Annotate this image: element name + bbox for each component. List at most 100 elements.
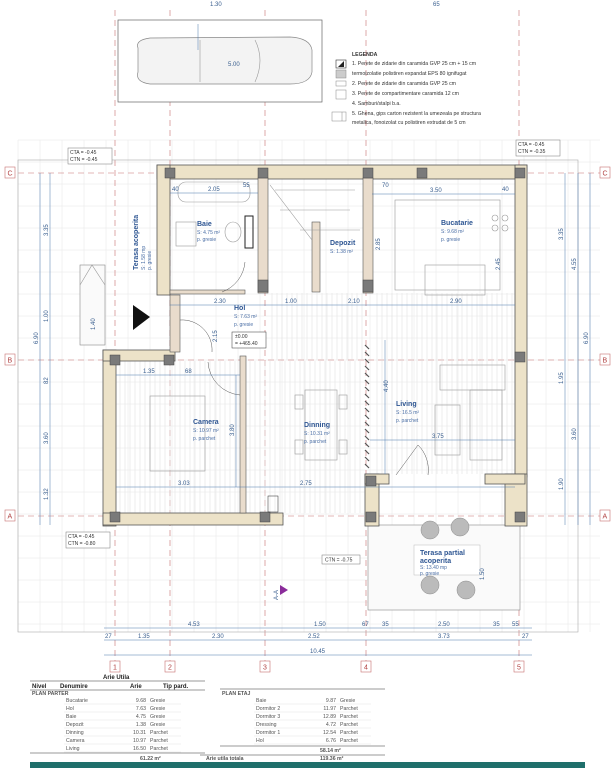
table-cell-area: 9.87 xyxy=(326,698,336,704)
svg-text:1.35: 1.35 xyxy=(138,634,150,640)
louvre xyxy=(364,379,370,385)
dim-car: 5.00 xyxy=(228,62,240,68)
svg-text:2.30: 2.30 xyxy=(212,634,224,640)
svg-text:6.90: 6.90 xyxy=(584,332,590,344)
level-box-1: CTA = -0.45 CTN = -0.45 xyxy=(67,147,113,165)
axis-labels: C B A C B A 1 2 3 4 5 xyxy=(4,166,611,673)
svg-text:2.52: 2.52 xyxy=(308,634,320,640)
table-cell-area: 6.76 xyxy=(326,738,336,744)
svg-text:2.75: 2.75 xyxy=(300,481,312,487)
svg-text:3.60: 3.60 xyxy=(44,432,50,444)
svg-text:CTN = -0.75: CTN = -0.75 xyxy=(325,558,353,564)
parking-car: 5.00 xyxy=(117,19,323,103)
svg-text:67: 67 xyxy=(362,622,369,628)
svg-text:S: 1.58 mp: S: 1.58 mp xyxy=(141,246,147,270)
room-terasa-acoperita: Terasa acoperita S: 1.58 mp p. gresie xyxy=(133,215,153,270)
axis-col-5: 5 xyxy=(517,665,521,672)
room-bucatarie: Bucatarie S: 9.68 m² p. gresie xyxy=(441,220,473,243)
svg-text:3.80: 3.80 xyxy=(230,424,236,436)
svg-text:CTN = -0.80: CTN = -0.80 xyxy=(68,541,96,547)
svg-text:p. gresie: p. gresie xyxy=(147,251,153,270)
louvre xyxy=(364,372,370,378)
svg-text:Bucatarie: Bucatarie xyxy=(441,220,473,227)
svg-text:2.50: 2.50 xyxy=(438,622,450,628)
svg-text:27: 27 xyxy=(522,634,529,640)
svg-text:p. gresie: p. gresie xyxy=(420,571,439,577)
dimension-lines xyxy=(39,173,591,656)
table-cell-area: 4.72 xyxy=(326,722,336,728)
svg-text:Denumire: Denumire xyxy=(60,684,88,690)
svg-text:55: 55 xyxy=(512,622,519,628)
room-dinning: Dinning S: 10.31 m² p. parchet xyxy=(304,422,330,445)
svg-text:±0.00: ±0.00 xyxy=(235,334,248,340)
svg-text:4.55: 4.55 xyxy=(572,258,578,270)
svg-text:40: 40 xyxy=(172,187,179,193)
table-cell-floor: Parchet xyxy=(150,746,168,752)
svg-text:35: 35 xyxy=(382,622,389,628)
level-box-3: CTA = -0.45 CTN = -0.80 xyxy=(65,531,111,549)
louvre xyxy=(364,351,370,357)
axis-row-c-right: C xyxy=(603,171,608,178)
level-box-2: CTA = -0.45 CTN = -0.35 xyxy=(515,139,561,157)
svg-text:CTN = -0.35: CTN = -0.35 xyxy=(518,149,546,155)
axis-col-2: 2 xyxy=(168,665,172,672)
svg-text:2.05: 2.05 xyxy=(208,187,220,193)
louvre xyxy=(364,407,370,413)
svg-text:Tip pard.: Tip pard. xyxy=(163,684,189,690)
section-label: A-A xyxy=(274,590,280,600)
svg-text:S: 7.63 m²: S: 7.63 m² xyxy=(234,314,257,320)
svg-text:10.45: 10.45 xyxy=(310,649,326,655)
room-depozit: Depozit S: 1.38 m² xyxy=(330,240,356,255)
svg-text:1.50: 1.50 xyxy=(314,622,326,628)
svg-text:PLAN PARTER: PLAN PARTER xyxy=(32,691,69,697)
louvre xyxy=(364,456,370,462)
entrance-arrow-icon xyxy=(133,305,150,330)
table-cell-area: 11.97 xyxy=(323,706,336,712)
svg-text:27: 27 xyxy=(105,634,112,640)
svg-text:S: 4.75 m²: S: 4.75 m² xyxy=(197,230,220,236)
svg-text:3.50: 3.50 xyxy=(430,188,442,194)
svg-text:68: 68 xyxy=(185,369,192,375)
table-cell-floor: Parchet xyxy=(340,714,358,720)
table-cell-name: Dormitor 3 xyxy=(256,714,280,720)
svg-text:1.40: 1.40 xyxy=(91,318,97,330)
table-cell-name: Hol xyxy=(256,738,264,744)
table-cell-area: 16.50 xyxy=(133,746,146,752)
svg-text:2.30: 2.30 xyxy=(214,299,226,305)
level-box-4: CTN = -0.75 xyxy=(321,554,361,565)
svg-text:S: 10.97 m²: S: 10.97 m² xyxy=(193,428,219,434)
louvre xyxy=(364,435,370,441)
svg-text:2.15: 2.15 xyxy=(213,330,219,342)
axis-col-1: 1 xyxy=(113,665,117,672)
section-marker-icon xyxy=(280,585,288,595)
svg-text:3.03: 3.03 xyxy=(178,481,190,487)
table-cell-area: 9.68 xyxy=(136,698,146,704)
table-cell-floor: Parchet xyxy=(340,706,358,712)
svg-text:1.35: 1.35 xyxy=(143,369,155,375)
svg-text:70: 70 xyxy=(382,183,389,189)
svg-text:Baie: Baie xyxy=(197,221,212,228)
table-cell-area: 10.31 xyxy=(133,730,146,736)
table-cell-area: 12.54 xyxy=(323,730,336,736)
axis-row-b: B xyxy=(8,358,13,365)
table-cell-name: Living xyxy=(66,746,80,752)
table-cell-area: 7.63 xyxy=(136,706,146,712)
svg-text:p. parchet: p. parchet xyxy=(304,439,327,445)
svg-text:58.14 m²: 58.14 m² xyxy=(320,748,341,754)
louvre xyxy=(364,421,370,427)
legend-title: LEGENDA xyxy=(352,52,378,58)
room-camera: Camera S: 10.97 m² p. parchet xyxy=(193,419,219,442)
svg-text:1.50: 1.50 xyxy=(480,568,486,580)
parquet-hatching xyxy=(119,293,513,513)
table-cell-name: Bucatarie xyxy=(66,698,88,704)
axis-row-c: C xyxy=(8,171,13,178)
svg-text:Arie: Arie xyxy=(130,684,142,690)
legend-item-1: 1. Perete de zidarie din caramida GVP 25… xyxy=(352,61,476,67)
legend: LEGENDA 1. Perete de zidarie din caramid… xyxy=(331,52,481,126)
louvre xyxy=(364,358,370,364)
table-cell-name: Dormitor 1 xyxy=(256,730,280,736)
svg-text:CTN = -0.45: CTN = -0.45 xyxy=(70,157,98,163)
table-cell-floor: Gresie xyxy=(150,722,165,728)
svg-text:1.32: 1.32 xyxy=(44,488,50,500)
svg-text:Hol: Hol xyxy=(234,305,245,312)
